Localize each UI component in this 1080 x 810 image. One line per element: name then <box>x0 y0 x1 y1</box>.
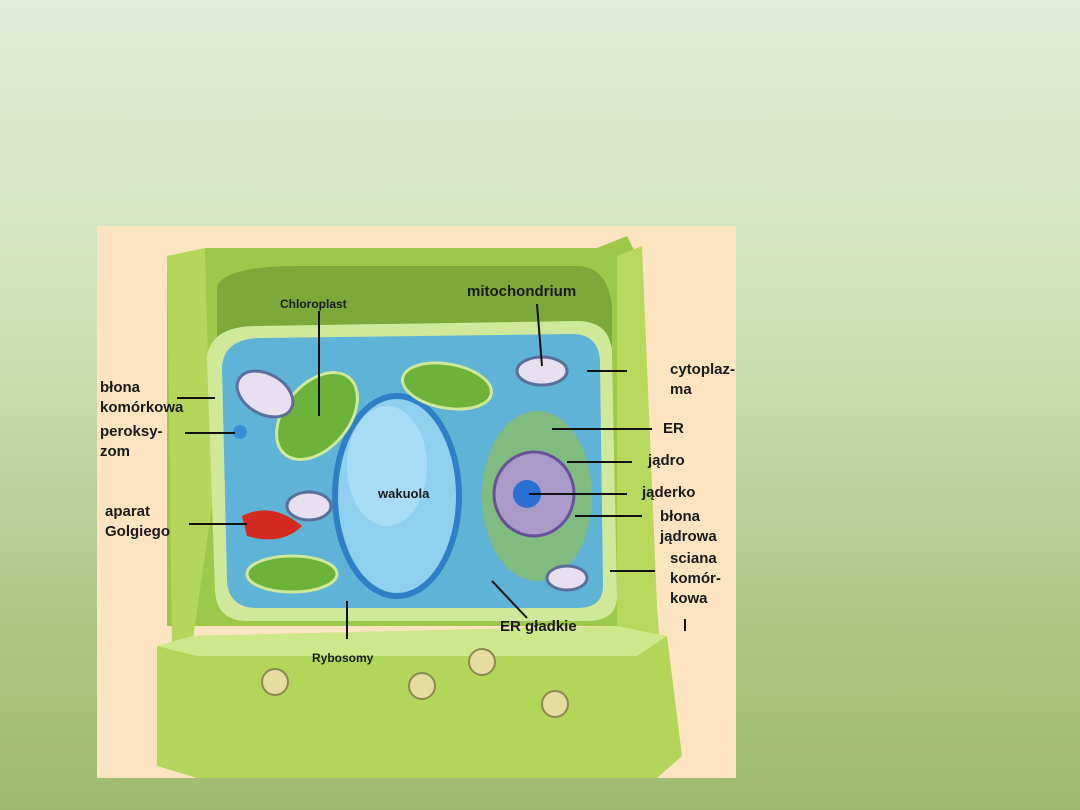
mitochondrion <box>235 369 295 419</box>
cell-wall-top-edge <box>157 626 667 656</box>
nucleolus <box>513 480 541 508</box>
label-jaderko: jąderko <box>642 484 696 501</box>
label-er-gladkie: ER gładkie <box>500 618 577 635</box>
plasmodesma-pit <box>468 648 496 676</box>
label-blona-komorkowa: błona komórkowa <box>100 379 184 416</box>
plant-cell-diagram: Chloroplast mitochondrium cytoplaz- ma b… <box>97 226 736 778</box>
label-chloroplast: Chloroplast <box>280 297 347 311</box>
label-peroksyzom: peroksy- zom <box>100 423 163 460</box>
mitochondrion <box>285 490 333 522</box>
chloroplast <box>401 361 493 411</box>
chloroplast <box>245 554 339 594</box>
leader-line <box>536 303 543 367</box>
cell-illustration <box>157 236 686 778</box>
label-wakuola: wakuola <box>378 486 430 501</box>
golgi-apparatus <box>242 510 302 540</box>
vacuole-highlight <box>347 406 427 526</box>
label-aparat-golgiego: aparat Golgiego <box>105 503 170 540</box>
leader-line <box>491 580 528 619</box>
label-sciana-komorkowa: sciana komór- kowa <box>670 550 721 607</box>
label-rybosomy: Rybosomy <box>312 651 374 665</box>
label-cytoplazma: cytoplaz- ma <box>670 361 736 398</box>
label-mitochondrium: mitochondrium <box>467 283 577 300</box>
plasmodesma-pit <box>541 690 569 718</box>
mitochondrion <box>545 564 589 592</box>
label-jadro: jądro <box>648 452 685 469</box>
label-er: ER <box>663 420 684 437</box>
label-blona-jadrowa: błona jądrowa <box>660 508 717 545</box>
peroxisome <box>233 425 247 439</box>
cell-wall-front <box>157 626 682 778</box>
plasmodesma-pit <box>261 668 289 696</box>
cell-wall-left <box>167 248 212 646</box>
plasmodesma-pit <box>408 672 436 700</box>
